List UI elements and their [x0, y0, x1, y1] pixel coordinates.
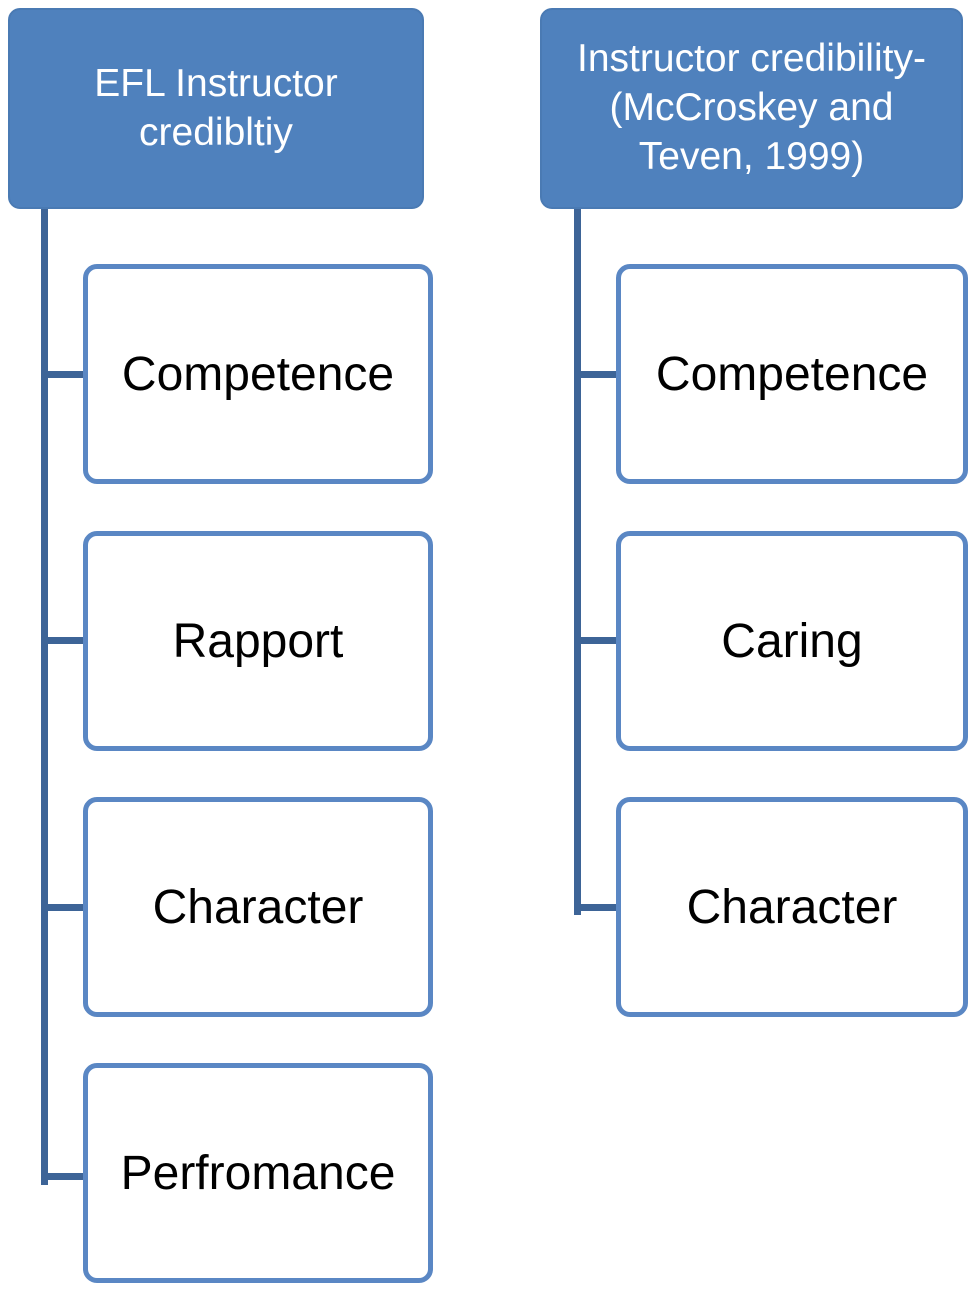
right-item-label: Competence — [655, 347, 929, 401]
left-item-label: Competence — [121, 347, 395, 401]
mccroskey-teven-credibility-hierarchy: Instructor credibility-(McCroskey and Te… — [534, 0, 975, 1293]
right-item-label: Caring — [721, 614, 863, 668]
left-item-rapport: Rapport — [83, 531, 433, 751]
left-item-perfromance: Perfromance — [83, 1063, 433, 1283]
mccroskey-teven-header: Instructor credibility-(McCroskey and Te… — [540, 8, 963, 209]
left-branch-connector — [41, 637, 89, 644]
left-item-label: Perfromance — [120, 1146, 396, 1200]
efl-instructor-credibility-hierarchy: EFL Instructor credibltiy Competence Rap… — [0, 0, 487, 1293]
right-vertical-connector — [574, 209, 581, 915]
right-item-character: Character — [616, 797, 968, 1017]
left-item-label: Character — [152, 880, 364, 934]
right-branch-connector — [574, 637, 622, 644]
mccroskey-header-label: Instructor credibility-(McCroskey and Te… — [577, 37, 926, 178]
left-vertical-connector — [41, 209, 48, 1185]
left-branch-connector — [41, 371, 89, 378]
left-item-competence: Competence — [83, 264, 433, 484]
right-branch-connector — [574, 371, 622, 378]
left-item-character: Character — [83, 797, 433, 1017]
right-branch-connector — [574, 904, 622, 911]
efl-instructor-credibility-header: EFL Instructor credibltiy — [8, 8, 424, 209]
left-branch-connector — [41, 1173, 89, 1180]
left-item-label: Rapport — [172, 614, 344, 668]
left-branch-connector — [41, 904, 89, 911]
right-item-caring: Caring — [616, 531, 968, 751]
right-item-competence: Competence — [616, 264, 968, 484]
efl-header-label: EFL Instructor credibltiy — [94, 61, 338, 154]
right-item-label: Character — [686, 880, 898, 934]
